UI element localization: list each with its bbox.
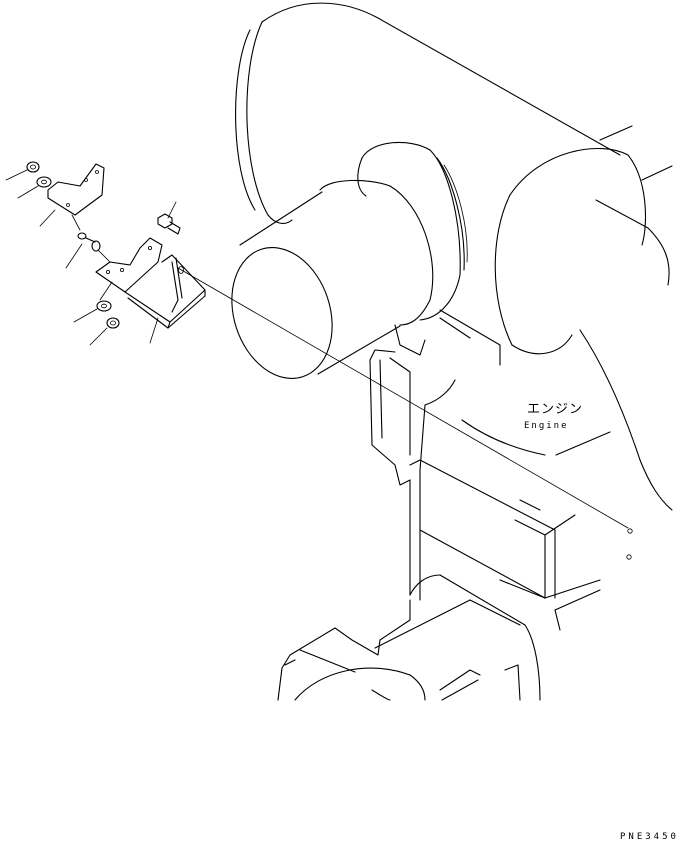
lower-bracket-plate — [95, 237, 163, 301]
connector-icon — [65, 214, 111, 269]
air-cleaner-body — [235, 2, 673, 355]
nut-icon — [5, 161, 40, 181]
flywheel-housing — [277, 574, 541, 701]
bracket-assembly — [5, 161, 206, 346]
engine-block — [369, 309, 673, 631]
washer-bottom-icon — [73, 300, 112, 323]
upper-bracket-plate — [39, 163, 105, 227]
mount-hole-upper — [627, 528, 633, 534]
engine-label-jp: エンジン — [527, 402, 583, 417]
engine-label-en: Engine — [524, 421, 569, 431]
washer-icon — [17, 176, 52, 199]
nut-bottom-icon — [89, 317, 120, 346]
drawing-code: PNE3450 — [620, 832, 679, 842]
mounting-bracket — [124, 254, 206, 344]
intake-duct — [231, 141, 468, 379]
mount-hole-lower — [626, 554, 632, 560]
assembly-leader-lines — [177, 267, 633, 560]
bolt-icon — [157, 201, 181, 235]
